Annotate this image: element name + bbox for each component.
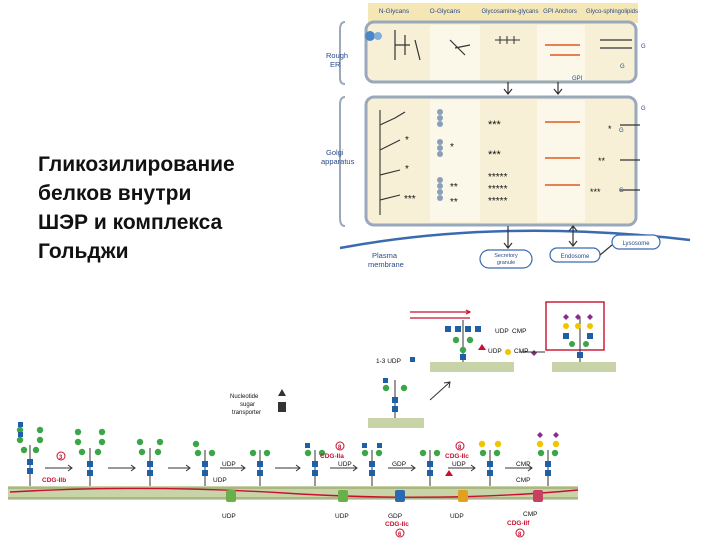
mid-membrane-strip xyxy=(368,418,424,428)
bottom-diagram: UDP UDP UDP GDP UDP CMP CMP UDP UDP GDP … xyxy=(8,301,616,538)
svg-text:*****: ***** xyxy=(488,172,508,183)
golgi-g-label-3: G xyxy=(619,188,624,194)
svg-text:6: 6 xyxy=(398,532,402,538)
er-g-label-1: G xyxy=(641,44,646,50)
golgi-n-glycans xyxy=(379,110,406,215)
golgi-g-label-2: G xyxy=(619,128,624,134)
cmp-transporter xyxy=(533,490,543,502)
udp-top-label: UDP xyxy=(495,328,509,335)
reaction-arrows xyxy=(45,464,533,472)
svg-text:**: ** xyxy=(450,182,458,193)
svg-text:**: ** xyxy=(598,156,606,166)
udp-transporter-2 xyxy=(338,490,348,502)
udp-label-d: UDP xyxy=(452,461,466,468)
column-header-band xyxy=(368,3,638,23)
svg-text:8: 8 xyxy=(338,445,342,451)
golgi-g-label-1: G xyxy=(641,106,646,112)
cmp-top-label: CMP xyxy=(512,328,526,335)
disorder-cdg-iic-low: CDG-IIc xyxy=(385,521,409,528)
col-header-gpi: GPI Anchors xyxy=(543,9,577,15)
lysosome xyxy=(611,234,661,250)
far-right-membrane-strip xyxy=(552,362,616,372)
svg-text:Secretory: Secretory xyxy=(494,253,518,259)
svg-text:8: 8 xyxy=(518,532,522,538)
svg-text:***: *** xyxy=(590,187,601,197)
golgi-gag-stars: *** xyxy=(488,119,502,131)
ribosome-icon xyxy=(365,31,375,41)
udp-label-b: UDP xyxy=(213,477,227,484)
upper-membrane-strip xyxy=(430,362,514,372)
svg-text:*: * xyxy=(405,135,409,146)
disorder-cdg-iia: CDG-IIa xyxy=(320,453,344,460)
gdp-transporter xyxy=(395,490,405,502)
svg-text:*****: ***** xyxy=(488,196,508,207)
udp-multi-label: 1-3 UDP xyxy=(376,358,401,365)
er-n-glycan-sketch xyxy=(394,30,421,61)
svg-text:**: ** xyxy=(450,197,458,208)
svg-text:*****: ***** xyxy=(488,184,508,195)
gdp-label: GDP xyxy=(392,461,406,468)
udp-top-label-2: UDP xyxy=(488,348,502,355)
gdp-low-label: GDP xyxy=(388,513,402,520)
disorder-cdg-iic: CDG-IIc xyxy=(445,453,469,460)
col-header-gsl: Glyco-sphingolipids xyxy=(586,9,638,15)
udp-label-a: UDP xyxy=(222,461,236,468)
udp-label-c: UDP xyxy=(338,461,352,468)
svg-text:3: 3 xyxy=(59,455,63,461)
svg-text:8: 8 xyxy=(458,445,462,451)
udp-low-label-1: UDP xyxy=(222,513,236,520)
rough-er-panel xyxy=(364,20,638,84)
secretory-granule xyxy=(479,249,533,269)
cmp-low-label: CMP xyxy=(523,511,537,518)
gpi-label: GPI xyxy=(572,76,583,82)
top-diagram: N-Glycans O-Glycans Glycosamine-glycans … xyxy=(321,3,691,269)
udp-low-label-3: UDP xyxy=(450,513,464,520)
golgi-o-glycan-beads xyxy=(437,109,443,201)
glycan-trees xyxy=(16,422,560,486)
svg-text:*: * xyxy=(450,142,454,153)
svg-text:*: * xyxy=(608,124,612,134)
udp-transporter-1 xyxy=(226,490,236,502)
svg-text:Endosome: Endosome xyxy=(561,254,590,260)
svg-text:***: *** xyxy=(488,149,502,161)
svg-text:Lysosome: Lysosome xyxy=(622,241,650,247)
col-header-n-glycans: N-Glycans xyxy=(379,8,410,15)
slide-title: Гликозилирование белков внутри ШЭР и ком… xyxy=(38,153,235,263)
svg-text:granule: granule xyxy=(497,260,515,266)
udp-gal-transporter xyxy=(458,490,468,502)
udp-low-label-2: UDP xyxy=(335,513,349,520)
er-g-label-2: G xyxy=(620,64,625,70)
disorder-cdg-iib: CDG-IIb xyxy=(42,477,66,484)
col-header-o-glycans: O-Glycans xyxy=(430,8,461,15)
col-header-gag: Glycosamine-glycans xyxy=(481,9,538,15)
svg-text:***: *** xyxy=(404,194,416,205)
disorder-cdg-iif: CDG-IIf xyxy=(507,520,530,527)
svg-text:*: * xyxy=(405,164,409,175)
cmp-label: CMP xyxy=(516,461,530,468)
cmp-label-d: CMP xyxy=(516,477,530,484)
